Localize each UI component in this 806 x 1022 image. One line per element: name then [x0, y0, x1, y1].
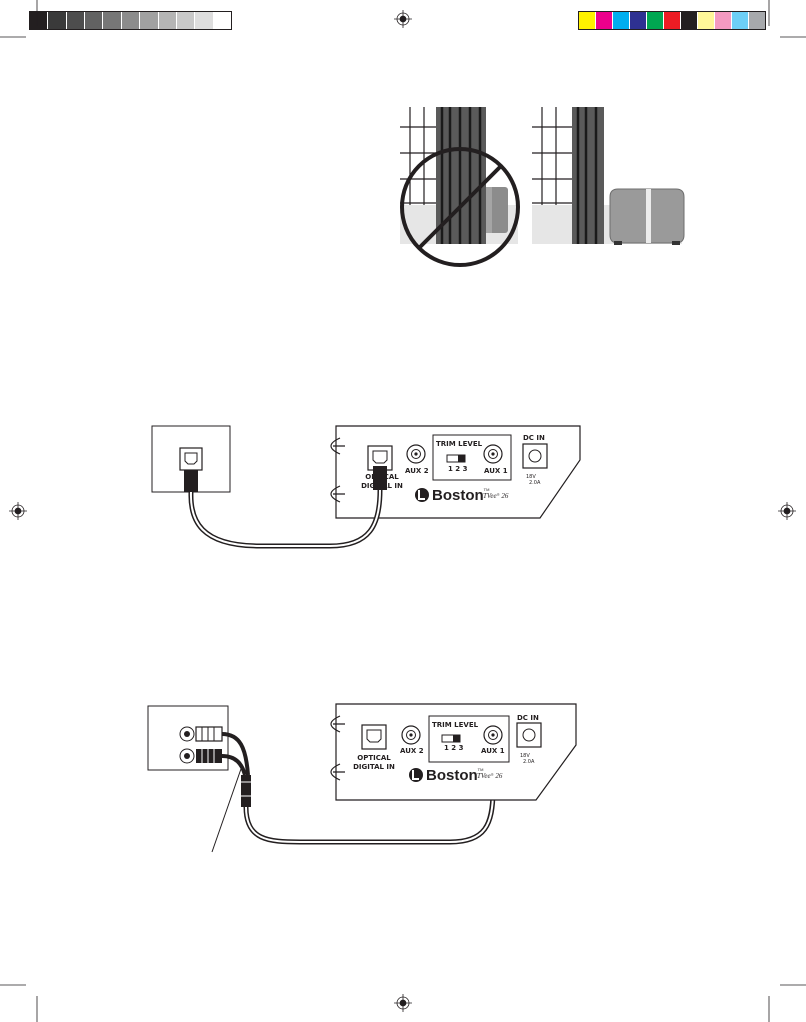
callout-line [212, 766, 242, 852]
rca-plug-red [196, 749, 222, 763]
dc-in-label-analog: DC IN [517, 715, 539, 722]
sub-optical-port-analog [362, 725, 386, 749]
optical-label-line1-analog: OPTICAL [352, 755, 396, 762]
brand-name-analog: BostonTM [426, 768, 483, 783]
trim-level-label-analog: TRIM LEVEL [432, 722, 478, 729]
aux1-label-analog: AUX 1 [481, 748, 505, 755]
aux2-label-analog: AUX 2 [400, 748, 424, 755]
optical-label-line2-analog: DIGITAL IN [350, 764, 398, 771]
rca-plug-white [196, 727, 222, 741]
subwoofer-rear-panel-analog [336, 704, 576, 800]
model-name-analog: TVee® 26 [477, 773, 502, 780]
dc-spec-current-analog: 2.0A [523, 760, 534, 765]
trim-positions-label-analog: 1 2 3 [444, 745, 464, 752]
y-splitter [241, 775, 251, 807]
